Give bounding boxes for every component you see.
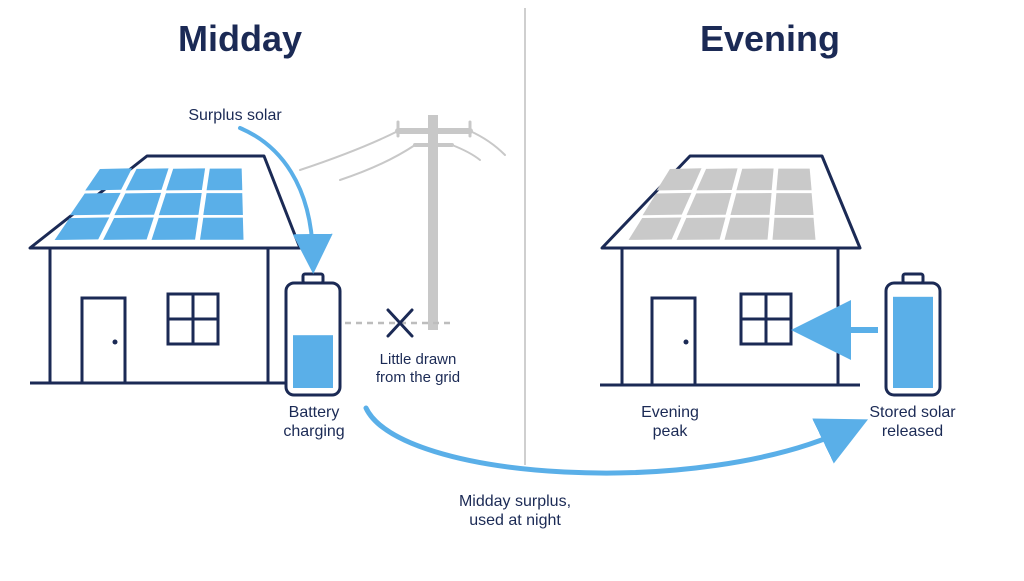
evening-window <box>739 292 793 346</box>
midday-solar-panels <box>54 168 244 240</box>
midday-solar-cell <box>200 217 244 240</box>
evening-solar-cell <box>686 192 732 216</box>
evening-solar-cell <box>724 217 770 240</box>
surplus-solar-label: Surplus solar <box>188 107 282 124</box>
stored-released-label: Stored solar released <box>869 404 956 441</box>
evening-solar-cell <box>642 192 692 216</box>
evening-solar-cell <box>772 217 816 240</box>
midday-solar-cell <box>85 168 132 191</box>
transfer-label: Midday surplus, used at night <box>458 493 572 530</box>
evening-solar-panels <box>628 168 816 240</box>
midday-solar-cell <box>54 217 110 240</box>
midday-solar-cell <box>114 192 162 216</box>
surplus-solar-arrow <box>238 126 333 274</box>
evening-house-walls <box>620 248 840 387</box>
evening-solar-cell <box>730 193 772 216</box>
evening-peak-label: Evening peak <box>641 404 699 441</box>
evening-solar-cell <box>676 217 726 240</box>
evening-solar-cell <box>774 193 814 215</box>
midday-window <box>166 292 220 346</box>
midday-solar-cell <box>125 168 169 191</box>
midday-battery <box>284 272 342 397</box>
evening-battery-fill <box>893 296 933 388</box>
midday-solar-cell <box>203 193 243 216</box>
midday-solar-cell <box>103 217 154 240</box>
midday-solar-cell <box>69 192 121 216</box>
midday-solar-cell <box>206 168 243 191</box>
evening-door <box>650 296 697 387</box>
grid-draw-label: Little drawn from the grid <box>375 351 461 386</box>
midday-solar-cell <box>158 192 202 216</box>
midday-door-knob <box>112 339 118 345</box>
grid-blocked-x-icon <box>386 308 414 338</box>
battery-charging-label: Battery charging <box>283 404 345 441</box>
midday-house <box>28 154 302 385</box>
evening-solar-cell <box>628 217 682 240</box>
evening-solar-cell <box>656 168 702 191</box>
evening-door-knob <box>683 339 689 345</box>
utility-pole <box>299 115 506 330</box>
evening-solar-cell <box>696 168 738 191</box>
evening-title: Evening <box>699 18 841 59</box>
midday-door <box>80 296 127 385</box>
midday-battery-fill <box>293 335 333 388</box>
evening-battery <box>884 272 942 397</box>
midday-title: Midday <box>177 18 302 59</box>
evening-solar-cell <box>776 168 812 191</box>
evening-house <box>600 154 862 387</box>
evening-solar-cell <box>736 168 774 191</box>
midday-solar-cell <box>166 168 206 191</box>
transfer-arrow <box>363 405 869 476</box>
midday-solar-cell <box>151 217 199 240</box>
